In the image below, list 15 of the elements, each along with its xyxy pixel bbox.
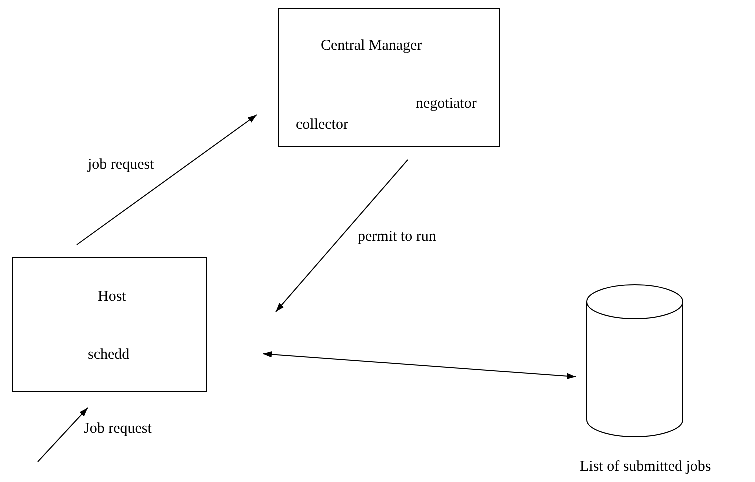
- edge-label: Job request: [84, 420, 152, 438]
- arrow: [276, 160, 408, 312]
- cylinder-caption: List of submitted jobs: [580, 458, 712, 476]
- box-title: Host: [98, 288, 126, 306]
- manager-box: [278, 8, 500, 147]
- component-label: negotiator: [416, 95, 477, 113]
- box-title: Central Manager: [321, 37, 422, 55]
- component-label: collector: [296, 116, 348, 134]
- host-box: [12, 257, 207, 392]
- arrow: [262, 352, 576, 380]
- edge-label: permit to run: [358, 228, 436, 246]
- arrow: [76, 114, 258, 246]
- component-label: schedd: [88, 346, 130, 364]
- arrow: [38, 408, 88, 462]
- edge-label: job request: [88, 156, 154, 174]
